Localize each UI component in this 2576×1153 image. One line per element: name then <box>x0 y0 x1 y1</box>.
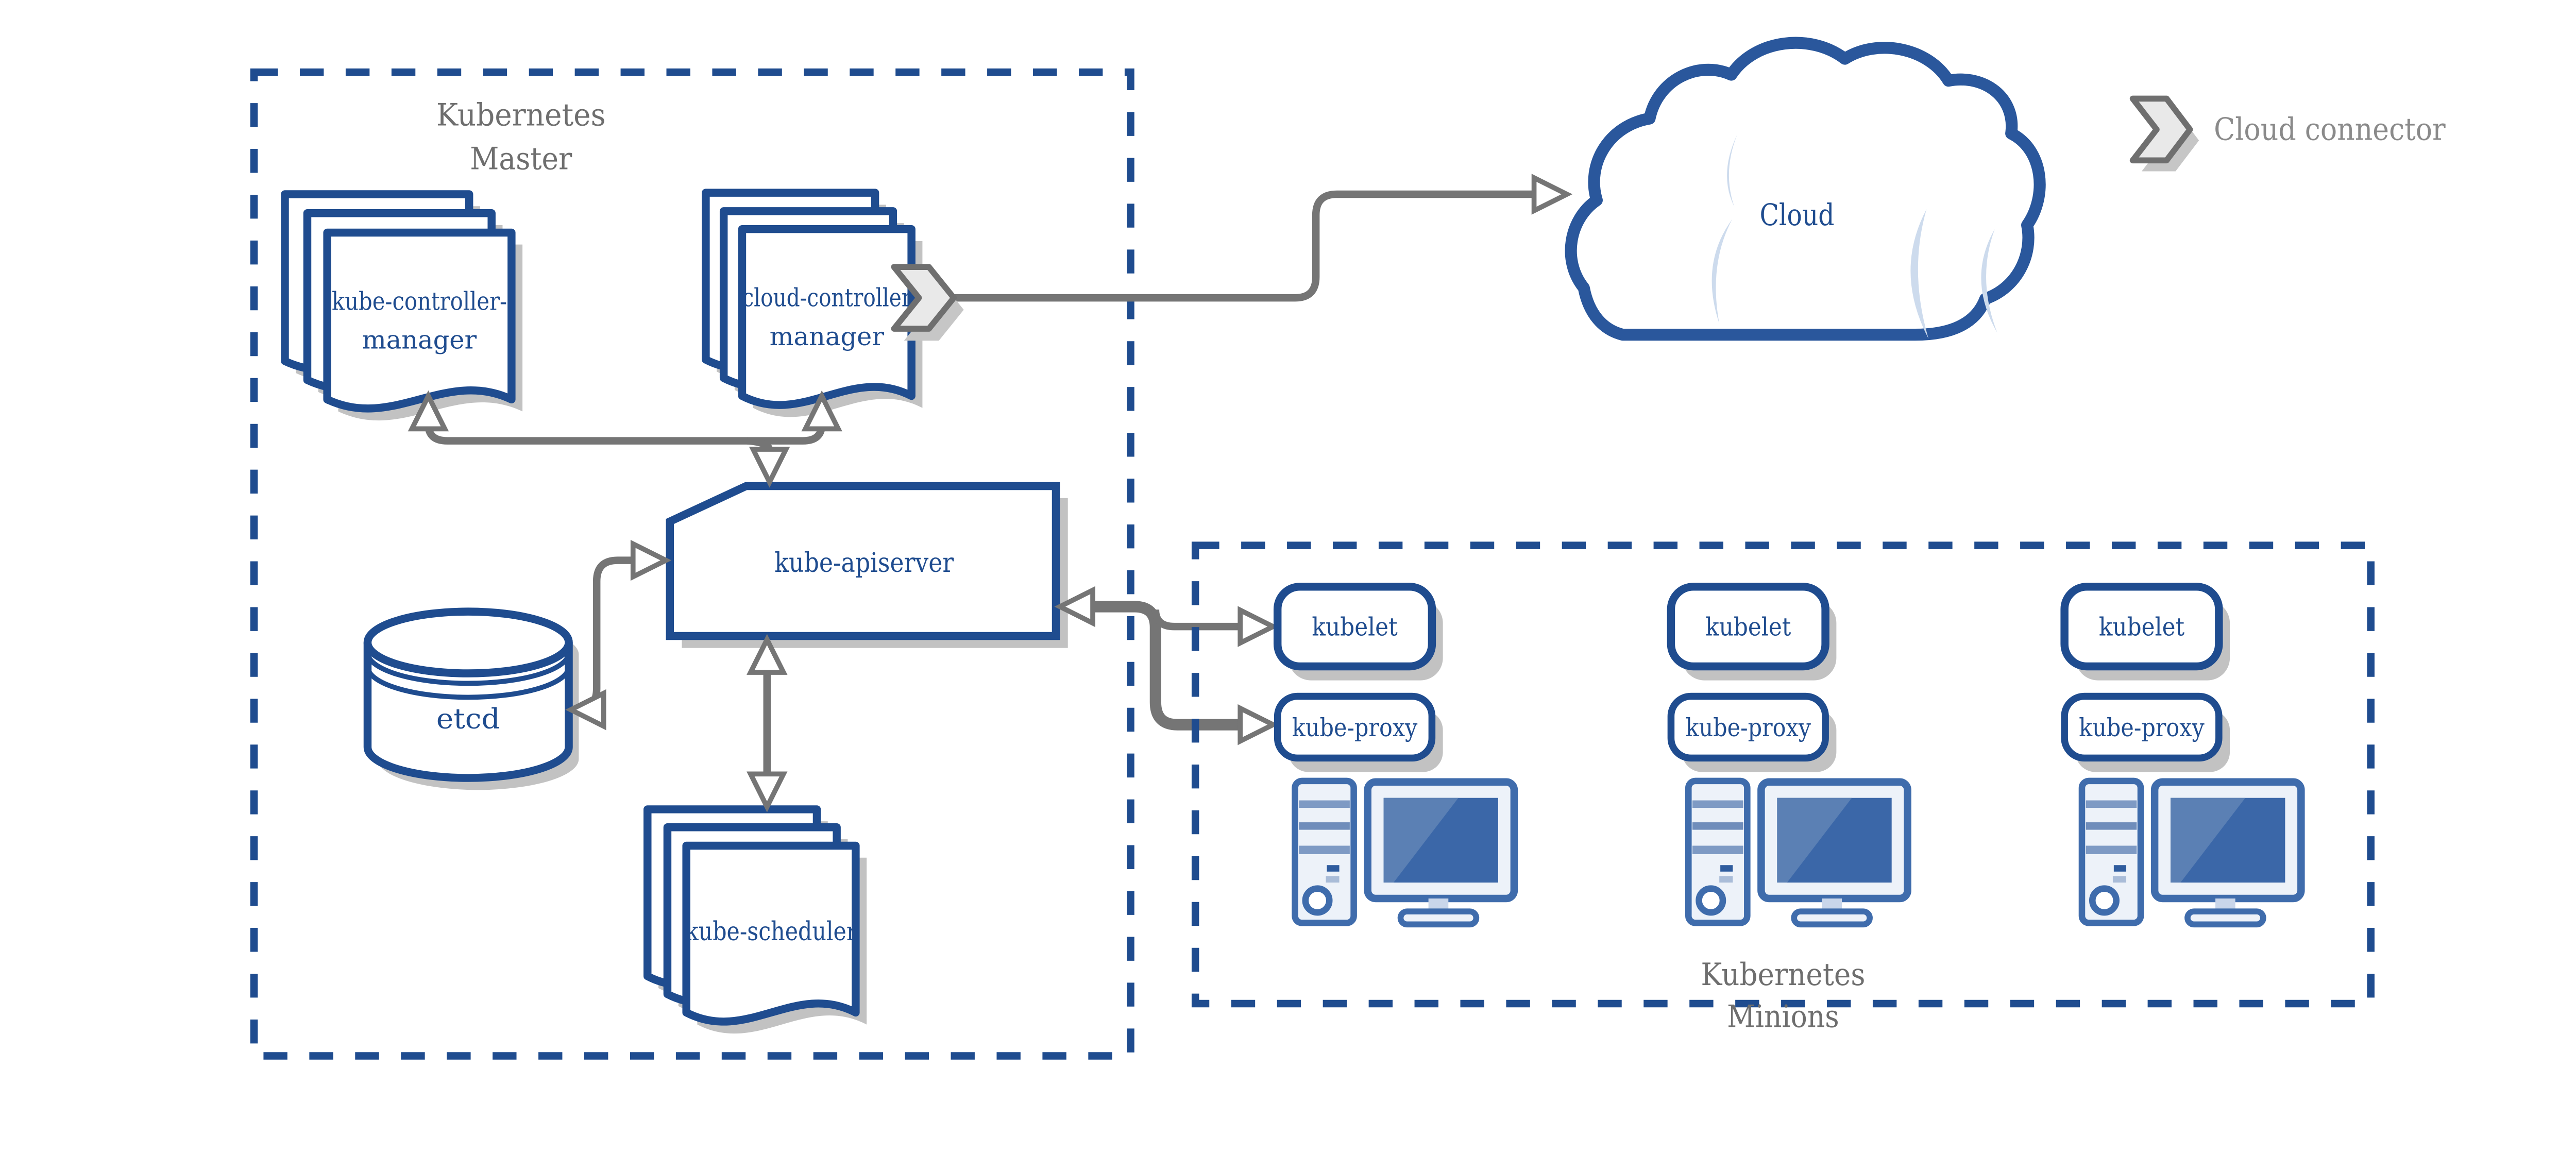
arrowhead-down-scheduler <box>751 774 784 807</box>
database-cylinder-icon <box>363 642 573 782</box>
chevron-arrow-icon <box>2129 95 2193 164</box>
wire-apiserver-kubelet <box>1151 609 1241 631</box>
kube-apiserver-node: kube-apiserver <box>666 482 1068 648</box>
cloud-controller-manager-label-line2: manager <box>770 323 885 351</box>
cloud-controller-manager-label-line1: cloud-controller <box>742 284 911 313</box>
legend-label: Cloud connector <box>2214 112 2446 148</box>
cloud-highlight <box>1981 229 1997 333</box>
arrowhead-right-apiserver-left <box>633 544 666 577</box>
cloud-connector-on-manager <box>891 264 964 341</box>
master-title-line2: Master <box>470 141 572 177</box>
master-title-line1: Kubernetes <box>436 97 606 133</box>
kube-proxy-box <box>1667 692 1829 762</box>
minion-node: kubelet kube-proxy <box>1273 583 1518 928</box>
kube-proxy-label: kube-proxy <box>2079 714 2205 742</box>
master-boundary <box>250 68 1134 1060</box>
cloud-highlight <box>1711 219 1733 324</box>
desktop-computer-icon <box>1292 777 1518 928</box>
minions-title-line2: Minions <box>1727 998 1839 1035</box>
kubelet-label: kubelet <box>1705 613 1791 642</box>
wire-apiserver-to-controllers <box>425 424 826 445</box>
arrowhead-right-kubelet <box>1240 610 1273 643</box>
minions-boundary <box>1191 541 2375 1008</box>
kube-scheduler-label: kube-scheduler <box>685 916 857 946</box>
kube-proxy-label: kube-proxy <box>1685 714 1811 742</box>
kubelet-box <box>1273 583 1436 671</box>
kubelet-box <box>2060 583 2223 671</box>
cloud-group: Cloud <box>1565 37 2046 341</box>
kubernetes-architecture-diagram: Kubernetes Master kube-controller- manag… <box>250 37 2446 1060</box>
etcd-ring-1 <box>365 652 571 686</box>
kube-controller-manager-node: kube-controller- manager <box>285 194 523 421</box>
cloud-connector-legend: Cloud connector <box>2129 95 2446 172</box>
cloud-icon <box>1565 37 2046 341</box>
chevron-arrow-icon <box>891 264 957 332</box>
kube-proxy-box <box>2061 692 2223 762</box>
wire-apiserver-etcd <box>575 556 633 714</box>
cloud-label: Cloud <box>1760 197 1835 232</box>
kube-scheduler-node: kube-scheduler <box>648 809 867 1034</box>
kubernetes-master-group: Kubernetes Master kube-controller- manag… <box>250 68 1134 1060</box>
cloud-controller-manager-node: cloud-controller manager <box>706 193 923 417</box>
kube-apiserver-shape <box>666 482 1060 640</box>
kube-controller-manager-label-line1: kube-controller- <box>332 287 507 316</box>
connector-wires <box>412 178 1567 807</box>
kubelet-label: kubelet <box>1312 613 1398 642</box>
kubelet-label: kubelet <box>2099 613 2185 642</box>
minion-node: kubelet kube-proxy <box>2060 583 2305 928</box>
minion-node: kubelet kube-proxy <box>1667 583 1911 928</box>
kube-apiserver-label: kube-apiserver <box>774 548 954 579</box>
desktop-computer-icon <box>2078 777 2305 928</box>
kube-controller-manager-label-line2: manager <box>362 326 477 355</box>
etcd-ring-2 <box>365 666 571 700</box>
etcd-label: etcd <box>436 702 500 735</box>
wire-chevron-to-cloud <box>954 190 1534 302</box>
kubelet-box <box>1667 583 1829 671</box>
arrowhead-right-kube-proxy <box>1240 708 1273 741</box>
wire-apiserver-kube-proxy <box>1093 601 1241 731</box>
arrowhead-right-cloud <box>1534 178 1567 211</box>
desktop-computer-icon <box>1685 777 1911 928</box>
etcd-node: etcd <box>363 607 579 790</box>
cloud-highlight <box>1910 209 1929 339</box>
kube-proxy-label: kube-proxy <box>1292 714 1418 742</box>
kubernetes-minions-group: kubelet kube-proxy kub <box>1191 541 2375 1035</box>
kube-proxy-box <box>1274 692 1436 762</box>
arrowhead-down-apiserver-top <box>753 449 786 482</box>
minions-title-line1: Kubernetes <box>1701 957 1865 993</box>
etcd-cylinder-top <box>363 607 573 677</box>
cloud-highlight <box>1727 134 1737 207</box>
